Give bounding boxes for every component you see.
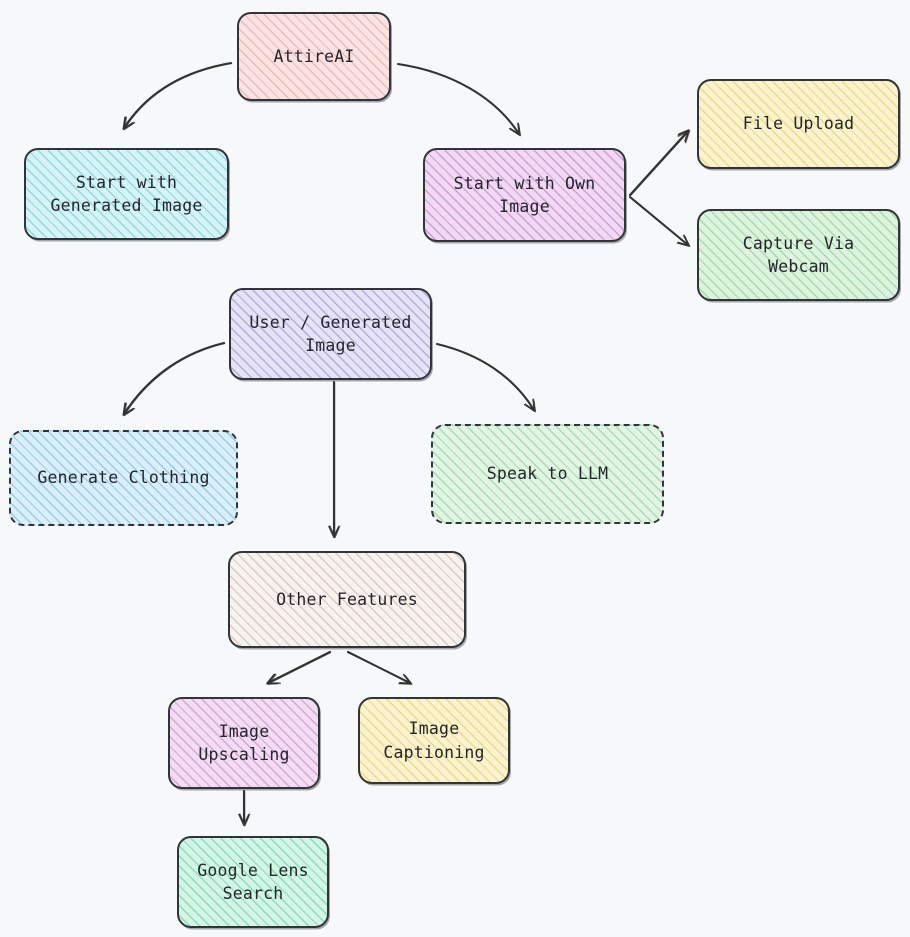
edge-sketch-attireai-to-start-own — [398, 64, 520, 135]
node-start-own[interactable]: Start with Own Image — [423, 148, 626, 242]
edge-user-generated-image-to-speak-to-llm — [435, 342, 534, 410]
edge-other-features-to-image-upscaling — [268, 650, 332, 683]
node-label-start-generated: Start with Generated Image — [50, 172, 203, 215]
node-label-other-features: Other Features — [276, 589, 418, 609]
node-image-captioning[interactable]: Image Captioning — [358, 697, 510, 784]
node-label-file-upload: File Upload — [742, 114, 855, 134]
edge-sketch-start-own-to-capture-webcam — [630, 197, 689, 246]
node-label-start-own: Start with Own Image — [453, 173, 596, 216]
edge-sketch-other-features-to-image-captioning — [348, 652, 411, 684]
edge-attireai-to-start-generated — [124, 61, 233, 128]
node-label-attireai: AttireAI — [273, 46, 355, 66]
node-file-upload[interactable]: File Upload — [697, 79, 900, 169]
node-capture-webcam[interactable]: Capture Via Webcam — [697, 209, 900, 301]
edge-sketch-other-features-to-image-upscaling — [269, 652, 332, 684]
node-start-generated[interactable]: Start with Generated Image — [24, 148, 229, 240]
node-generate-clothing[interactable]: Generate Clothing — [9, 430, 238, 526]
edge-start-own-to-capture-webcam — [628, 195, 688, 245]
node-label-image-upscaling: Image Upscaling — [198, 721, 290, 764]
node-attireai[interactable]: AttireAI — [237, 12, 391, 101]
edge-sketch-start-own-to-file-upload — [630, 132, 689, 197]
node-label-image-captioning: Image Captioning — [383, 719, 485, 762]
edge-sketch-user-generated-image-to-generate-clothing — [125, 343, 226, 415]
node-other-features[interactable]: Other Features — [228, 551, 466, 648]
edge-sketch-user-generated-image-to-speak-to-llm — [437, 344, 535, 411]
node-label-google-lens-search: Google Lens Search — [197, 860, 309, 903]
node-google-lens-search[interactable]: Google Lens Search — [177, 836, 329, 928]
node-label-user-generated-image: User / Generated Image — [249, 312, 412, 355]
node-user-generated-image[interactable]: User / Generated Image — [229, 288, 432, 380]
edge-attireai-to-start-own — [396, 62, 519, 134]
node-image-upscaling[interactable]: Image Upscaling — [168, 697, 320, 789]
edge-other-features-to-image-captioning — [346, 650, 410, 683]
edge-user-generated-image-to-generate-clothing — [124, 341, 226, 414]
node-label-generate-clothing: Generate Clothing — [37, 468, 210, 488]
edge-sketch-attireai-to-start-generated — [125, 63, 233, 129]
edge-start-own-to-file-upload — [628, 131, 688, 197]
node-label-speak-to-llm: Speak to LLM — [486, 464, 609, 484]
node-speak-to-llm[interactable]: Speak to LLM — [431, 424, 664, 524]
node-label-capture-webcam: Capture Via Webcam — [742, 233, 855, 276]
